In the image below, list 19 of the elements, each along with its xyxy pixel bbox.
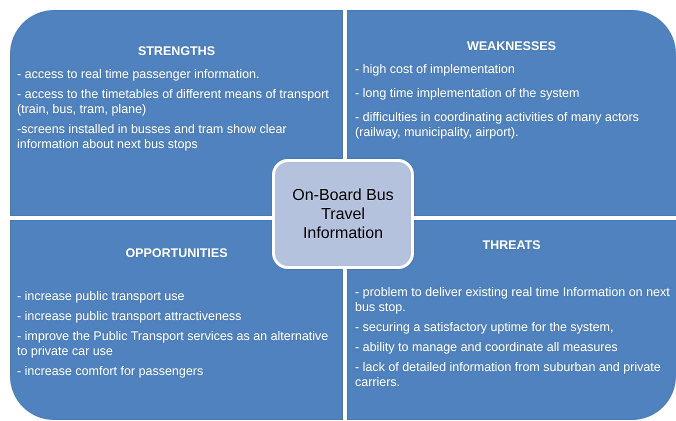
bullet-text: - securing a satisfactory uptime for the system, (355, 320, 614, 335)
bullet-text: -screens installed in busses and tram show clear information about next bus stops (17, 122, 288, 152)
topic-box: On-Board Bus Travel Information (272, 159, 414, 269)
section-heading: STRENGTHS (136, 44, 216, 58)
bullet-text: - lack of detailed information from suburban and private carriers. (355, 360, 662, 390)
bullet-text: - increase public transport attractiveness (17, 309, 242, 324)
section-heading: WEAKNESSES (466, 39, 557, 53)
bullet-text: - access to real time passenger information. (17, 67, 260, 82)
bullet-text: - ability to manage and coordinate all measures (355, 340, 619, 355)
bullet-text: - long time implementation of the system (355, 86, 580, 101)
section-heading: OPPORTUNITIES (124, 246, 229, 260)
bullet-text: - improve the Public Transport services as an alternative to private car use (17, 329, 330, 359)
bullet-text: - access to the timetables of different means of transport (train, bus, tram, plane) (17, 87, 330, 117)
bullet-text: - difficulties in coordinating activities of many actors (railway, municipality, airport). (355, 110, 640, 140)
bullet-text: - problem to deliver existing real time Information on next bus stop. (355, 285, 671, 315)
bullet-text: - high cost of implementation (355, 62, 516, 77)
bullet-text: - increase public transport use (17, 289, 186, 304)
section-heading: THREATS (481, 238, 542, 252)
bullet-text: - increase comfort for passengers (17, 364, 204, 379)
